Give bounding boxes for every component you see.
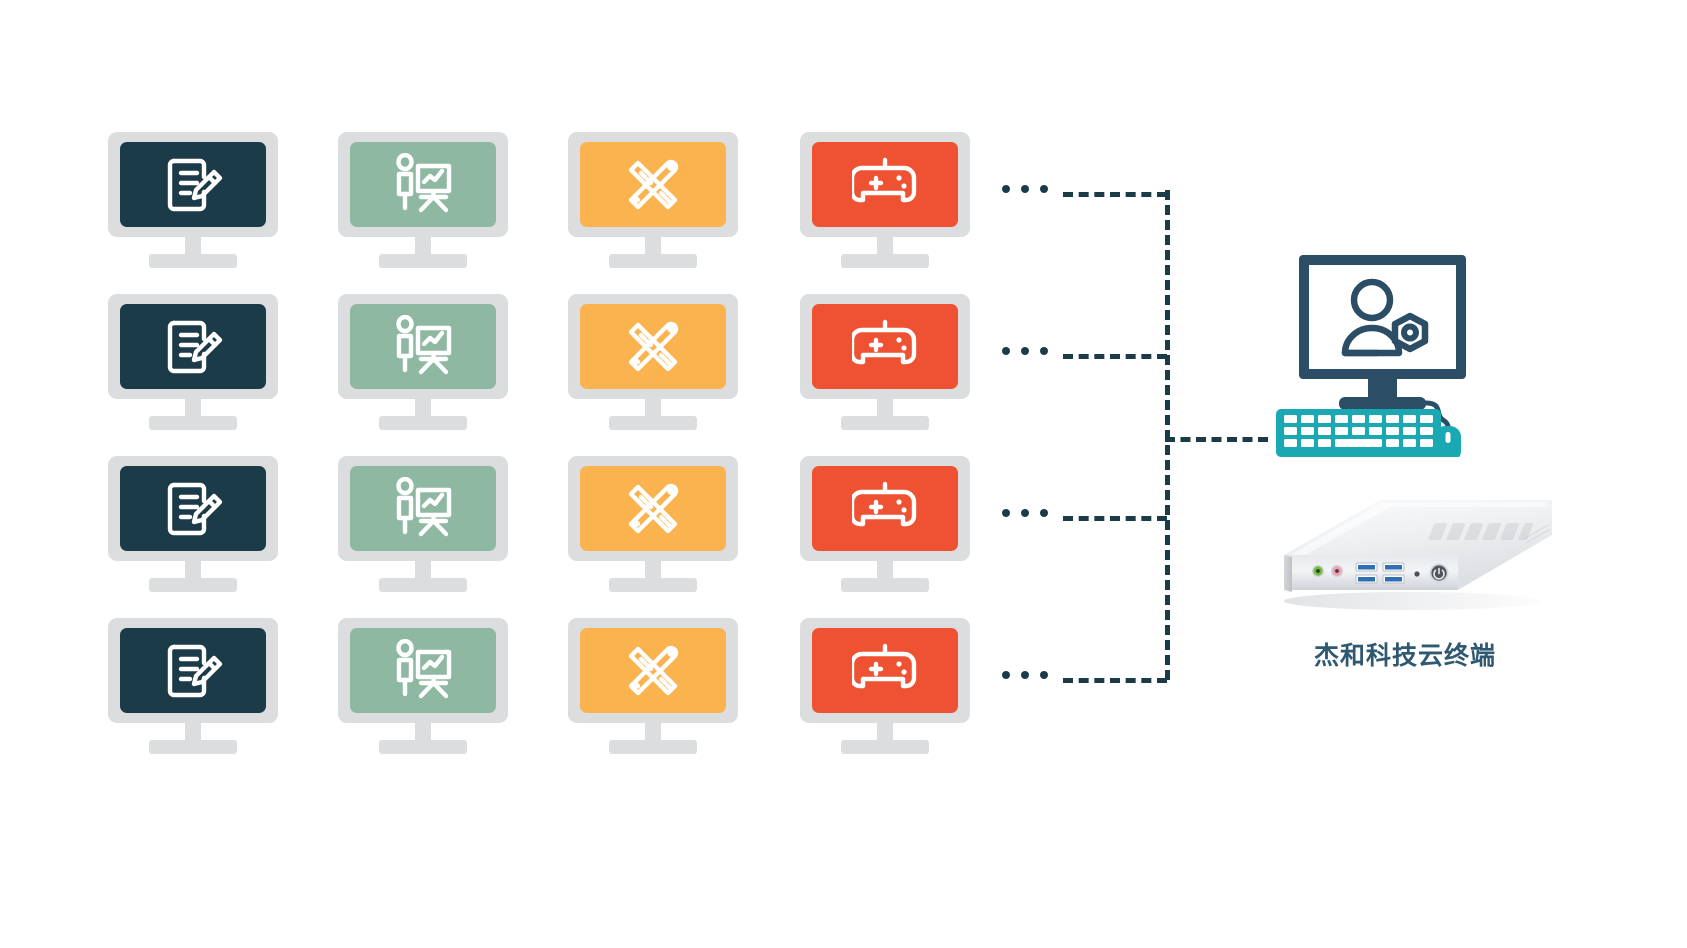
client-workstation-design-3[interactable] — [568, 456, 738, 592]
gamepad-icon — [852, 319, 917, 364]
monitor-screen-gaming — [812, 466, 958, 551]
monitor-neck — [415, 561, 431, 582]
gamepad-icon — [852, 481, 917, 526]
gamepad-icon — [852, 643, 917, 688]
monitor-base — [379, 740, 467, 754]
keyboard-glyph — [1276, 409, 1441, 457]
monitor-screen-presentation — [350, 628, 496, 713]
connector-row-2 — [1063, 354, 1167, 359]
monitor-base — [149, 740, 237, 754]
monitor-neck — [415, 399, 431, 420]
document-edit-icon — [167, 320, 223, 373]
monitor-screen-design — [580, 304, 726, 389]
monitor-screen-presentation — [350, 142, 496, 227]
monitor-base — [379, 578, 467, 592]
monitor-neck — [877, 561, 893, 582]
monitor-screen-presentation — [350, 466, 496, 551]
monitor-neck — [185, 561, 201, 582]
monitor-neck — [185, 237, 201, 258]
presentation-chart-icon — [396, 476, 452, 536]
client-workstation-document-2[interactable] — [108, 294, 278, 430]
terminal-monitor-icon — [1276, 255, 1466, 457]
document-edit-icon — [167, 644, 223, 697]
ruler-pencil-icon — [628, 159, 679, 209]
monitor-base — [841, 254, 929, 268]
monitor-screen-document — [120, 142, 266, 227]
connector-row-1 — [1063, 192, 1167, 197]
ellipsis-3 — [1002, 509, 1048, 517]
connector-row-3 — [1063, 516, 1167, 521]
ruler-pencil-icon — [628, 645, 679, 695]
presentation-chart-icon — [396, 152, 452, 212]
ellipsis-2 — [1002, 347, 1048, 355]
client-workstation-design-4[interactable] — [568, 618, 738, 754]
monitor-screen-design — [580, 142, 726, 227]
connector-trunk — [1165, 190, 1170, 680]
client-workstation-gaming-2[interactable] — [800, 294, 970, 430]
client-workstation-design-2[interactable] — [568, 294, 738, 430]
monitor-base — [609, 578, 697, 592]
monitor-base — [841, 740, 929, 754]
monitor-base — [609, 740, 697, 754]
monitor-neck — [185, 399, 201, 420]
monitor-screen-presentation — [350, 304, 496, 389]
client-workstation-presentation-3[interactable] — [338, 456, 508, 592]
gear-glyph — [1391, 312, 1429, 353]
ellipsis-1 — [1002, 185, 1048, 193]
monitor-neck — [877, 723, 893, 744]
monitor-neck — [185, 723, 201, 744]
mini-pc-port-row — [1312, 562, 1449, 584]
monitor-base — [379, 254, 467, 268]
monitor-screen-document — [120, 466, 266, 551]
monitor-base — [609, 416, 697, 430]
monitor-neck — [877, 399, 893, 420]
monitor-base — [609, 254, 697, 268]
monitor-neck — [645, 399, 661, 420]
client-workstation-presentation-4[interactable] — [338, 618, 508, 754]
client-workstation-presentation-2[interactable] — [338, 294, 508, 430]
monitor-screen-design — [580, 628, 726, 713]
monitor-neck — [415, 723, 431, 744]
monitor-neck — [415, 237, 431, 258]
monitor-neck — [645, 237, 661, 258]
client-workstation-document-1[interactable] — [108, 132, 278, 268]
monitor-base — [149, 254, 237, 268]
monitor-screen-design — [580, 466, 726, 551]
monitor-screen-document — [120, 304, 266, 389]
ruler-pencil-icon — [628, 483, 679, 533]
gamepad-icon — [852, 157, 917, 202]
monitor-base — [841, 416, 929, 430]
client-workstation-design-1[interactable] — [568, 132, 738, 268]
client-workstation-presentation-1[interactable] — [338, 132, 508, 268]
mini-pc-device[interactable] — [1262, 495, 1552, 615]
ellipsis-4 — [1002, 671, 1048, 679]
monitor-base — [149, 578, 237, 592]
monitor-base — [379, 416, 467, 430]
client-workstation-gaming-1[interactable] — [800, 132, 970, 268]
monitor-screen-document — [120, 628, 266, 713]
monitor-neck — [645, 561, 661, 582]
document-edit-icon — [167, 482, 223, 535]
mouse-glyph — [1434, 426, 1461, 457]
presentation-chart-icon — [396, 314, 452, 374]
monitor-base — [841, 578, 929, 592]
monitor-screen-gaming — [812, 304, 958, 389]
ruler-pencil-icon — [628, 321, 679, 371]
client-workstation-document-3[interactable] — [108, 456, 278, 592]
connector-row-4 — [1063, 678, 1167, 683]
document-edit-icon — [167, 158, 223, 211]
monitor-neck — [877, 237, 893, 258]
monitor-base — [149, 416, 237, 430]
connector-to-terminal — [1165, 437, 1268, 442]
monitor-screen-gaming — [812, 628, 958, 713]
presentation-chart-icon — [396, 638, 452, 698]
client-workstation-gaming-3[interactable] — [800, 456, 970, 592]
client-workstation-gaming-4[interactable] — [800, 618, 970, 754]
client-workstation-document-4[interactable] — [108, 618, 278, 754]
cloud-terminal-workstation[interactable] — [1275, 252, 1490, 457]
cloud-terminal-caption: 杰和科技云终端 — [1313, 641, 1496, 670]
monitor-screen-gaming — [812, 142, 958, 227]
monitor-neck — [645, 723, 661, 744]
mini-pc-photo — [1284, 500, 1552, 610]
